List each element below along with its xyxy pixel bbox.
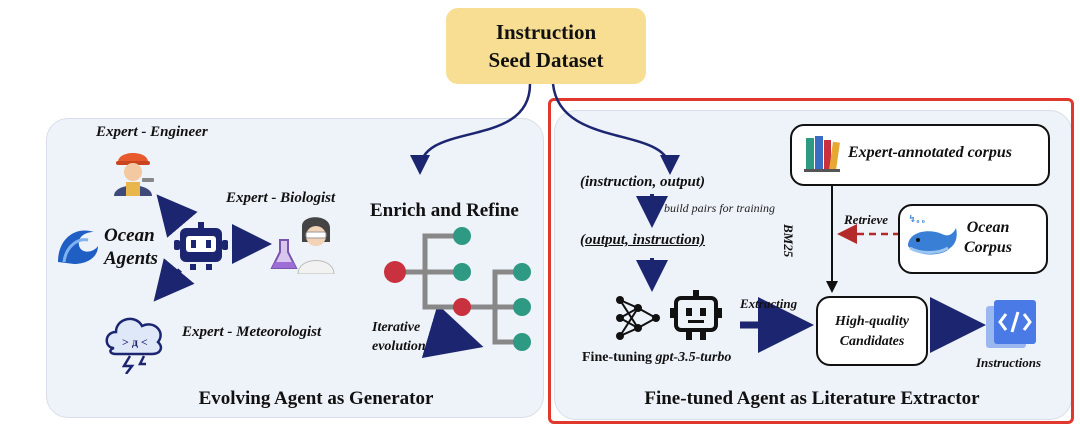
extractor-highlight-frame <box>548 98 1074 424</box>
hq-line1: High-quality <box>835 314 909 329</box>
bm25-arrowhead <box>826 281 838 293</box>
tree-node-root <box>384 261 406 283</box>
ocean-agents-line1: Ocean <box>104 225 155 246</box>
expert-engineer-label: Expert - Engineer <box>96 124 208 140</box>
code-document-icon <box>986 300 1036 348</box>
iterative-evolution-arrow <box>421 304 484 359</box>
ocean-corpus-line1: Ocean <box>966 219 1010 236</box>
iterative-line1: Iterative <box>372 320 421 335</box>
extracting-label: Extracting <box>740 296 798 311</box>
seed-dataset-box: Instruction Seed Dataset <box>446 8 646 84</box>
retrieve-label: Retrieve <box>844 212 889 227</box>
hq-candidates-box: High-quality Candidates <box>816 296 928 366</box>
tree-node-e <box>513 298 531 316</box>
seed-to-enrich-connector <box>410 83 532 175</box>
ocean-agents-line2: Agents <box>104 248 158 269</box>
pair-output-instruction: (output, instruction) <box>580 232 706 248</box>
whale-icon: ↯ₒ ₒ <box>908 214 957 255</box>
engineer-icon <box>114 153 154 196</box>
evolution-tree <box>395 233 522 345</box>
iterative-line2: evolution <box>372 339 426 354</box>
neural-network-icon <box>616 296 660 340</box>
pair-instruction-output: (instruction, output) <box>580 174 706 190</box>
build-pairs-note: build pairs for training <box>664 201 776 215</box>
extractor-caption: Fine-tuned Agent as Literature Extractor <box>644 388 980 409</box>
seed-to-pair-connector <box>551 83 680 175</box>
enrich-refine-title: Enrich and Refine <box>370 200 519 221</box>
seed-title-line2: Seed Dataset <box>488 48 604 72</box>
robot-icon <box>174 222 228 270</box>
books-icon <box>804 136 840 172</box>
seed-title-line1: Instruction <box>495 20 597 44</box>
instructions-label: Instructions <box>976 355 1042 370</box>
tree-node-a <box>453 227 471 245</box>
tree-node-c <box>453 298 471 316</box>
robot-to-meteorologist-arrow <box>153 258 195 302</box>
svg-text:> д <: > д < <box>122 335 148 349</box>
expert-corpus-label: Expert-annotated corpus <box>848 144 1013 161</box>
storm-cloud-icon: > д < <box>105 317 163 374</box>
tree-node-b <box>453 263 471 281</box>
bm25-label: BM25 <box>781 224 796 258</box>
expert-meteorologist-label: Expert - Meteorologist <box>182 324 322 340</box>
finetuning-model: gpt-3.5-turbo <box>655 350 732 365</box>
svg-text:↯ₒ ₒ: ↯ₒ ₒ <box>908 214 925 225</box>
biologist-icon <box>270 217 335 274</box>
robot-to-engineer-arrow <box>156 194 198 238</box>
finetuned-robot-icon <box>670 290 722 340</box>
tree-node-d <box>513 263 531 281</box>
hq-line2: Candidates <box>839 334 905 349</box>
generator-caption: Evolving Agent as Generator <box>198 388 434 409</box>
ocean-corpus-line2: Corpus <box>964 239 1013 256</box>
tree-node-f <box>513 333 531 351</box>
finetuning-prefix: Fine-tuning <box>582 350 656 365</box>
ocean-wave-icon <box>58 230 98 264</box>
expert-biologist-label: Expert - Biologist <box>226 190 336 206</box>
